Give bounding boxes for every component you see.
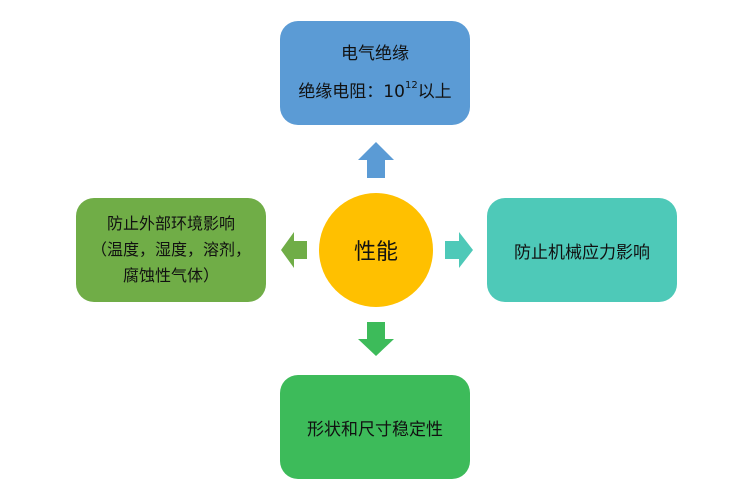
performance-center-label: 性能: [353, 240, 398, 265]
environment-protection-detail-1: （温度，湿度，溶剂，: [90, 240, 251, 259]
dimensional-stability-label: 形状和尺寸稳定性: [307, 419, 443, 440]
environment-protection-box: 防止外部环境影响 （温度，湿度，溶剂， 腐蚀性气体）: [76, 198, 266, 302]
electrical-insulation-box: 电气绝缘 绝缘电阻：1012以上: [280, 21, 470, 125]
mechanical-stress-label: 防止机械应力影响: [514, 242, 650, 263]
electrical-insulation-title: 电气绝缘: [341, 44, 409, 64]
performance-center-circle: 性能: [319, 193, 433, 307]
environment-protection-detail-2: 腐蚀性气体）: [122, 266, 219, 285]
mechanical-stress-box: 防止机械应力影响: [487, 198, 677, 302]
insulation-resistance-exponent: 12: [404, 80, 418, 91]
dimensional-stability-box: 形状和尺寸稳定性: [280, 375, 470, 479]
insulation-resistance-prefix: 绝缘电阻：10: [298, 82, 405, 102]
insulation-resistance-suffix: 以上: [417, 82, 452, 102]
insulation-resistance-text: 绝缘电阻：1012以上: [298, 73, 451, 111]
environment-protection-title: 防止外部环境影响: [106, 214, 235, 233]
arrow-up-icon: [358, 142, 394, 178]
arrow-right-icon: [445, 232, 473, 268]
arrow-left-icon: [281, 232, 307, 268]
arrow-down-icon: [358, 322, 394, 356]
